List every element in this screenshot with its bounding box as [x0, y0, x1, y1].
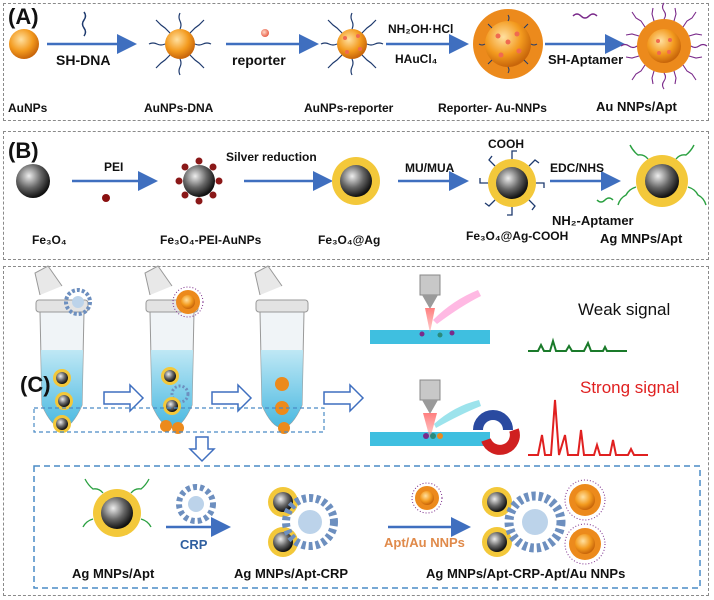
- weak-signal-label: Weak signal: [578, 300, 671, 319]
- strong-signal-label: Strong signal: [580, 378, 680, 397]
- panel-a-graphics: [9, 2, 708, 90]
- selection-box: [33, 407, 325, 433]
- dna-strand-icon: [81, 11, 87, 37]
- ag-mnp-apt-particle: [617, 144, 707, 207]
- panel-b: [3, 131, 709, 260]
- arrow-down-open: [188, 436, 216, 463]
- panel-a: [3, 3, 709, 121]
- tube-3: [254, 265, 309, 434]
- caption-ag-mnps-apt-c: Ag MNPs/Apt: [72, 566, 155, 581]
- caption-fe3o4: Fe₃O₄: [32, 233, 67, 247]
- label-pei: PEI: [104, 160, 124, 174]
- panel-c: [3, 266, 709, 596]
- panel-b-label: (B): [8, 138, 39, 163]
- panel-c-graphics: [33, 265, 701, 589]
- nh2-aptamer-strand-icon: [596, 197, 614, 203]
- fe3o4-ag-particle: [332, 157, 380, 205]
- caption-ag-mnps-apt-crp: Ag MNPs/Apt-CRP: [234, 566, 349, 581]
- aptamer-strand-icon: [572, 13, 598, 19]
- fe3o4-particle: [16, 164, 50, 198]
- magnet-icon: [473, 410, 520, 455]
- pei-molecule: [102, 194, 110, 202]
- label-cooh: COOH: [488, 137, 524, 151]
- final-complex-c: [482, 479, 606, 565]
- crp-icon-2: [176, 484, 216, 524]
- sers-weak: [370, 274, 490, 344]
- aunp-dna-particle: [148, 12, 212, 76]
- label-edc-nhs: EDC/NHS: [550, 161, 605, 175]
- caption-aunps: AuNPs: [8, 101, 48, 115]
- label-reagent1: NH₂OH·HCl: [388, 22, 454, 36]
- label-crp: CRP: [180, 537, 208, 552]
- label-nh2-aptamer: NH₂-Aptamer: [552, 213, 634, 228]
- ag-mnp-apt-c: [82, 478, 152, 537]
- panel-c-label: (C): [20, 372, 51, 397]
- reporter-au-nnp-particle: [473, 9, 543, 79]
- aunp-particle: [9, 29, 39, 59]
- label-sh-aptamer: SH-Aptamer: [548, 52, 624, 67]
- panel-a-label: (A): [8, 4, 39, 29]
- caption-fe3o4-ag-cooh: Fe₃O₄@Ag-COOH: [466, 229, 569, 243]
- arrow-open-2: [211, 383, 253, 413]
- arrow-open-3: [323, 383, 365, 413]
- caption-aunps-reporter: AuNPs-reporter: [304, 101, 394, 115]
- fe3o4-ag-cooh-particle: [479, 150, 545, 216]
- weak-signal-line: [528, 337, 627, 352]
- strong-signal-line: [528, 399, 648, 456]
- panel-b-graphics: [16, 144, 707, 216]
- caption-fe3o4-pei-aunps: Fe₃O₄-PEI-AuNPs: [160, 233, 262, 247]
- fe3o4-pei-aunp-particle: [175, 157, 223, 205]
- ag-mnp-apt-crp-c: [268, 487, 338, 557]
- caption-final: Ag MNPs/Apt-CRP-Apt/Au NNPs: [426, 566, 626, 581]
- caption-ag-mnps-apt: Ag MNPs/Apt: [600, 231, 683, 246]
- sers-strong: [370, 379, 520, 455]
- label-reporter: reporter: [232, 52, 286, 68]
- au-nnp-icon-bottom: [411, 482, 443, 514]
- caption-fe3o4-ag: Fe₃O₄@Ag: [318, 233, 381, 247]
- reporter-molecule: [261, 29, 269, 37]
- label-apt-au-nnps: Apt/Au NNPs: [384, 535, 465, 550]
- label-sh-dna: SH-DNA: [56, 52, 111, 68]
- label-reagent2: HAuCl₄: [395, 52, 438, 66]
- caption-au-nnps-apt: Au NNPs/Apt: [596, 99, 677, 114]
- arrow-open-1: [103, 383, 145, 413]
- crp-icon-1: [64, 288, 92, 316]
- caption-reporter-au-nnps: Reporter- Au-NNPs: [438, 101, 547, 115]
- caption-aunps-dna: AuNPs-DNA: [144, 101, 214, 115]
- label-silver-reduction: Silver reduction: [226, 150, 317, 164]
- aunp-reporter-particle: [320, 12, 384, 76]
- tube-1: [34, 265, 89, 433]
- bottom-box: [33, 465, 701, 589]
- label-mu-mua: MU/MUA: [405, 161, 455, 175]
- au-nnp-icon-c: [172, 286, 204, 318]
- au-nnp-apt-particle: [620, 2, 708, 90]
